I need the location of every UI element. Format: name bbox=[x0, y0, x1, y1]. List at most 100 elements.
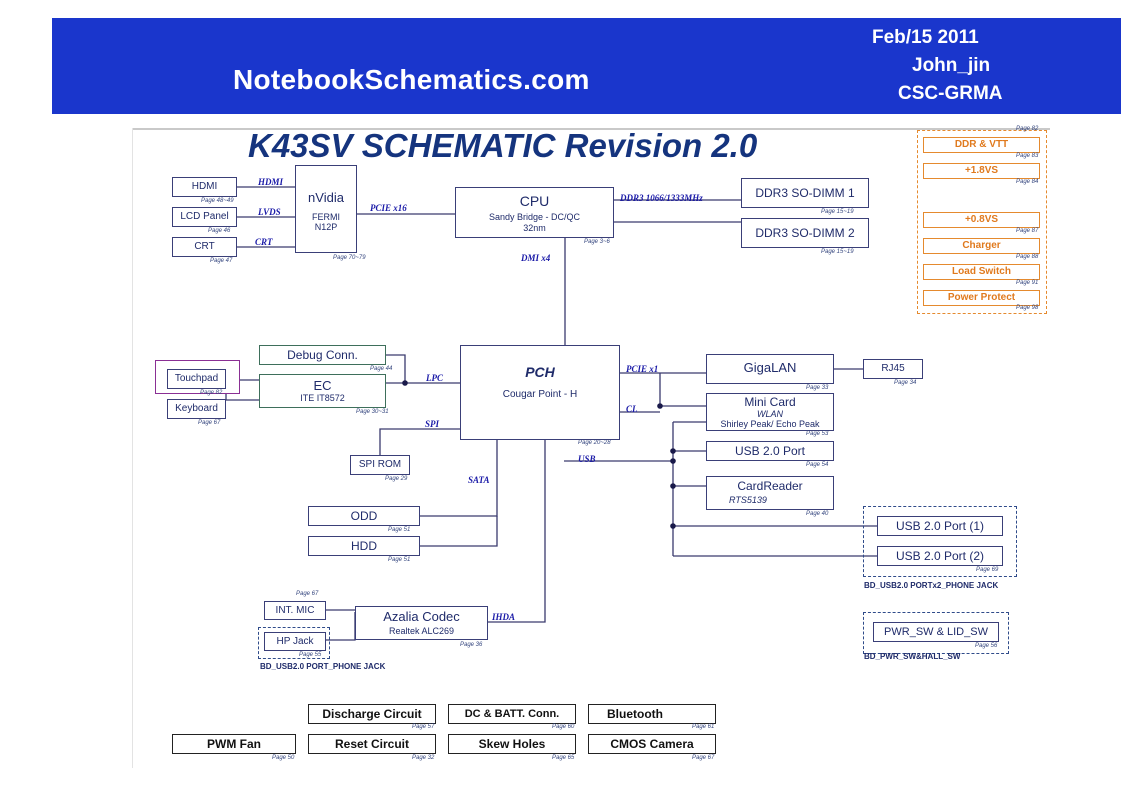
lcd-panel-block[interactable]: LCD Panel bbox=[172, 207, 237, 227]
v08-block[interactable]: +0.8VS bbox=[923, 212, 1040, 228]
gpu-sub2: N12P bbox=[314, 222, 338, 232]
pch-page: Page 20~28 bbox=[578, 440, 611, 446]
keyboard-block[interactable]: Keyboard bbox=[167, 399, 226, 419]
gpu-sub1: FERMI bbox=[312, 212, 340, 222]
crt-bus-label: CRT bbox=[255, 237, 273, 247]
load-switch-block[interactable]: Load Switch bbox=[923, 264, 1040, 280]
v18-page: Page 84 bbox=[1016, 179, 1039, 185]
usb-group-frame bbox=[863, 506, 1017, 577]
charger-block[interactable]: Charger bbox=[923, 238, 1040, 254]
pwr-group-frame bbox=[863, 612, 1009, 654]
power-group bbox=[917, 130, 1047, 314]
cl-bus-label: CL bbox=[626, 404, 638, 414]
spi-bus-label: SPI bbox=[425, 419, 440, 429]
power-protect-page: Page 98 bbox=[1016, 305, 1039, 311]
discharge-circuit-block[interactable]: Discharge Circuit bbox=[308, 704, 436, 724]
mini-card-sub1: WLAN bbox=[756, 409, 783, 419]
v18-block[interactable]: +1.8VS bbox=[923, 163, 1040, 179]
bluetooth-block[interactable]: Bluetooth bbox=[588, 704, 716, 724]
hdmi-bus-label: HDMI bbox=[258, 177, 284, 187]
pch-block[interactable]: PCH Cougar Point - H bbox=[460, 345, 620, 440]
dmi-bus-label: DMI x4 bbox=[521, 253, 551, 263]
spi-rom-page: Page 29 bbox=[385, 476, 408, 482]
sata-bus-label: SATA bbox=[468, 475, 490, 485]
lcd-page: Page 46 bbox=[208, 228, 231, 234]
hp-jack-block[interactable]: HP Jack bbox=[264, 632, 326, 651]
odd-page: Page 51 bbox=[388, 527, 411, 533]
skew-page: Page 65 bbox=[552, 755, 575, 761]
crt-page: Page 47 bbox=[210, 258, 233, 264]
header-date: Feb/15 2011 bbox=[872, 27, 979, 48]
dimm1-page: Page 15~19 bbox=[821, 209, 854, 215]
power-top-page: Page 82 bbox=[1016, 126, 1039, 132]
gpu-block[interactable]: nVidia FERMI N12P bbox=[295, 165, 357, 253]
hdmi-block[interactable]: HDMI bbox=[172, 177, 237, 197]
ec-block[interactable]: EC ITE IT8572 bbox=[259, 374, 386, 408]
hdd-block[interactable]: HDD bbox=[308, 536, 420, 556]
pwr-group-note: BD_PWR_SW&HALL_SW bbox=[864, 652, 961, 661]
pwm-fan-page: Page 50 bbox=[272, 755, 295, 761]
dc-batt-conn-block[interactable]: DC & BATT. Conn. bbox=[448, 704, 576, 724]
pwr-sw-block[interactable]: PWR_SW & LID_SW bbox=[873, 622, 999, 642]
touchpad-page: Page 82 bbox=[200, 390, 223, 396]
int-mic-block[interactable]: INT. MIC bbox=[264, 601, 326, 620]
hp-jack-frame bbox=[258, 627, 330, 659]
discharge-page: Page 57 bbox=[412, 724, 435, 730]
usb-port-page: Page 54 bbox=[806, 462, 829, 468]
header-author: John_jin bbox=[912, 55, 991, 76]
odd-block[interactable]: ODD bbox=[308, 506, 420, 526]
gigalan-block[interactable]: GigaLAN bbox=[706, 354, 834, 384]
hdd-page: Page 51 bbox=[388, 557, 411, 563]
pwm-fan-block[interactable]: PWM Fan bbox=[172, 734, 296, 754]
gpu-page: Page 70~79 bbox=[333, 255, 366, 261]
sheet-top-edge bbox=[132, 128, 1050, 130]
dimm2-page: Page 15~19 bbox=[821, 249, 854, 255]
cpu-page: Page 3~6 bbox=[584, 239, 610, 245]
azalia-sub: Realtek ALC269 bbox=[388, 626, 455, 636]
usb-port-block[interactable]: USB 2.0 Port bbox=[706, 441, 834, 461]
usb-port-1-block[interactable]: USB 2.0 Port (1) bbox=[877, 516, 1003, 536]
crt-block[interactable]: CRT bbox=[172, 237, 237, 257]
site-name[interactable]: NotebookSchematics.com bbox=[233, 64, 590, 95]
ihda-bus-label: IHDA bbox=[492, 612, 516, 622]
azalia-page: Page 36 bbox=[460, 642, 483, 648]
ec-page: Page 30~31 bbox=[356, 409, 389, 415]
lvds-bus-label: LVDS bbox=[258, 207, 281, 217]
skew-holes-block[interactable]: Skew Holes bbox=[448, 734, 576, 754]
usb-port-2-block[interactable]: USB 2.0 Port (2) bbox=[877, 546, 1003, 566]
pch-sub: Cougar Point - H bbox=[502, 389, 578, 400]
mini-card-name: Mini Card bbox=[744, 395, 796, 409]
cmos-camera-block[interactable]: CMOS Camera bbox=[588, 734, 716, 754]
power-protect-block[interactable]: Power Protect bbox=[923, 290, 1040, 306]
int-mic-page: Page 67 bbox=[296, 591, 319, 597]
gpu-name: nVidia bbox=[308, 190, 344, 205]
hp-group-note: BD_USB2.0 PORT_PHONE JACK bbox=[260, 662, 386, 671]
pcie16-bus-label: PCIE x16 bbox=[370, 203, 407, 213]
card-reader-block[interactable]: CardReader RTS5139 bbox=[706, 476, 834, 510]
lpc-bus-label: LPC bbox=[426, 373, 443, 383]
mini-card-block[interactable]: Mini Card WLAN Shirley Peak/ Echo Peak bbox=[706, 393, 834, 431]
debug-page: Page 44 bbox=[370, 366, 393, 372]
ddr-vtt-page: Page 83 bbox=[1016, 153, 1039, 159]
header-banner bbox=[52, 18, 1121, 114]
reset-circuit-block[interactable]: Reset Circuit bbox=[308, 734, 436, 754]
ec-name: EC bbox=[313, 378, 332, 393]
rj45-block[interactable]: RJ45 bbox=[863, 359, 923, 379]
usb-group-note: BD_USB2.0 PORTx2_PHONE JACK bbox=[864, 581, 999, 590]
touchpad-block[interactable]: Touchpad bbox=[167, 369, 226, 389]
usb-bus-label: USB bbox=[578, 454, 596, 464]
pch-name: PCH bbox=[525, 364, 555, 380]
hp-jack-page: Page 55 bbox=[299, 652, 322, 658]
header-department: CSC-GRMA bbox=[898, 83, 1003, 104]
ddr-vtt-block[interactable]: DDR & VTT bbox=[923, 137, 1040, 153]
cpu-block[interactable]: CPU Sandy Bridge - DC/QC 32nm bbox=[455, 187, 614, 238]
dimm1-block[interactable]: DDR3 SO-DIMM 1 bbox=[741, 178, 869, 208]
debug-conn-block[interactable]: Debug Conn. bbox=[259, 345, 386, 365]
cmos-page: Page 67 bbox=[692, 755, 715, 761]
spi-rom-block[interactable]: SPI ROM bbox=[350, 455, 410, 475]
bluetooth-page: Page 61 bbox=[692, 724, 715, 730]
azalia-codec-block[interactable]: Azalia Codec Realtek ALC269 bbox=[355, 606, 488, 640]
gigalan-page: Page 33 bbox=[806, 385, 829, 391]
dimm2-block[interactable]: DDR3 SO-DIMM 2 bbox=[741, 218, 869, 248]
